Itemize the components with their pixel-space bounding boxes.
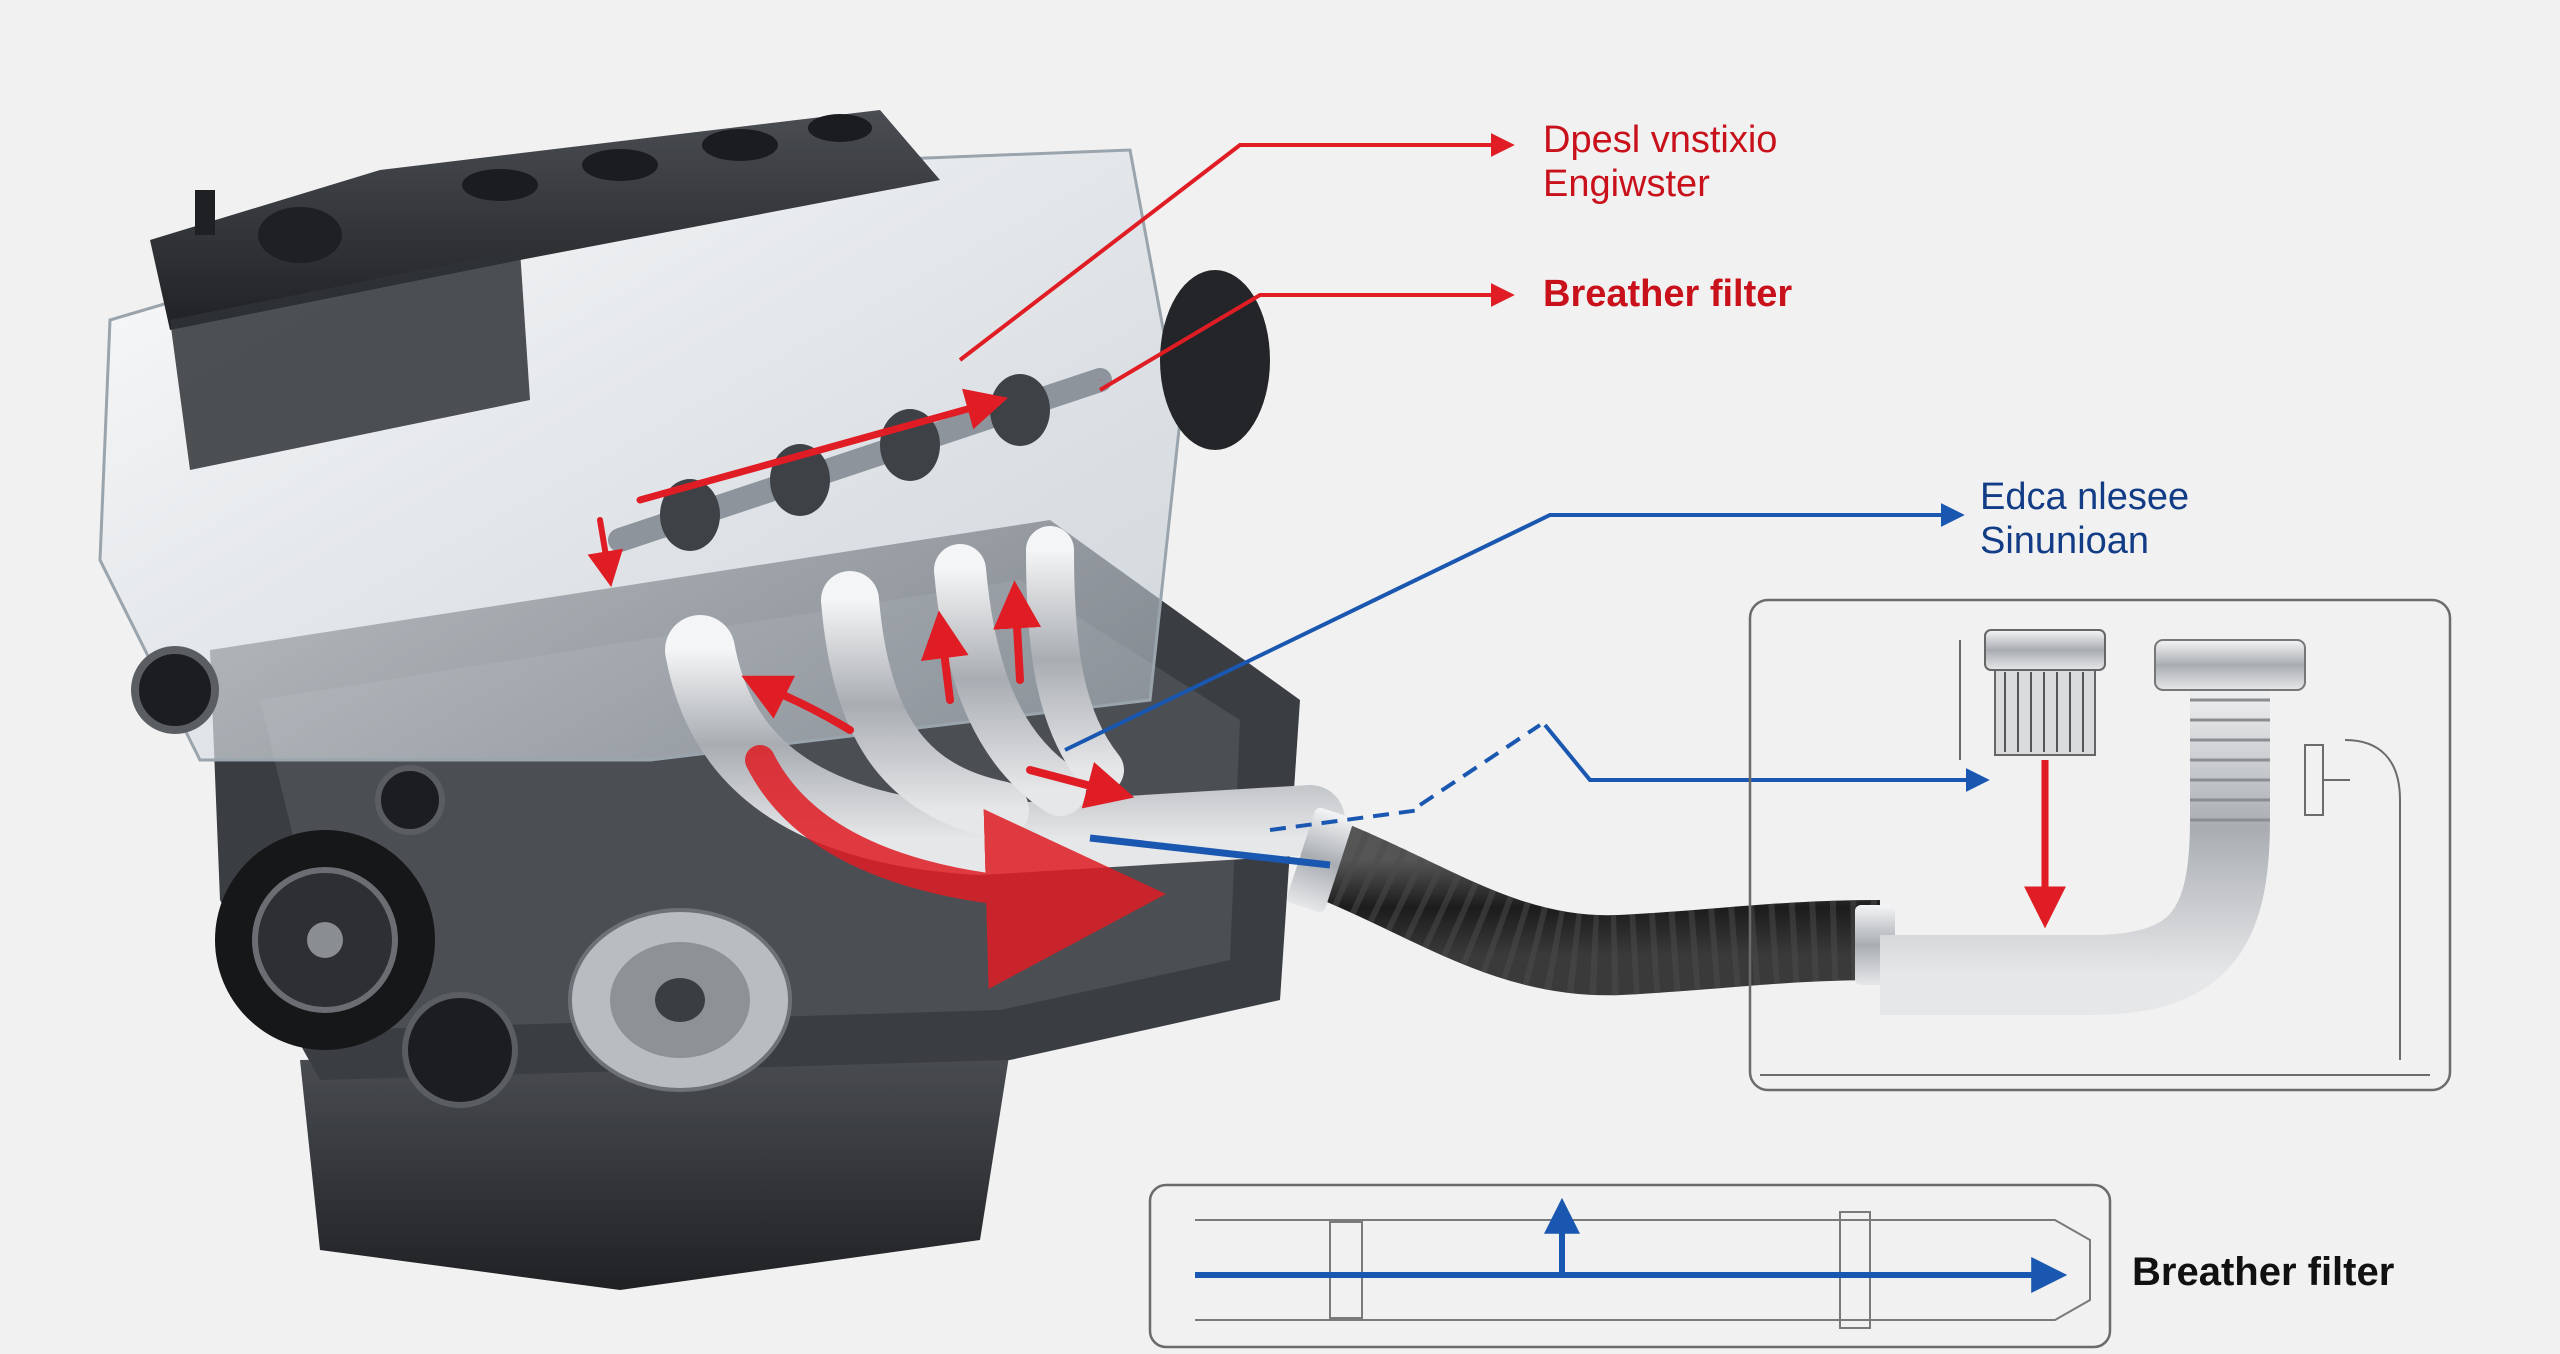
breather-filter-icon <box>1984 629 2106 756</box>
alternator <box>568 908 792 1092</box>
label-top-red: Dpesl vnstixio Engiwster <box>1543 118 1777 206</box>
pipe-schematic-panel <box>1148 1183 2112 1349</box>
label-blue-line2: Sinunioan <box>1980 520 2150 562</box>
label-breather-filter-red: Breather filter <box>1543 273 1793 315</box>
label-top-red-line2: Engiwster <box>1543 163 1710 205</box>
valve-cover-ports <box>462 114 872 201</box>
elbow-pipe <box>1880 639 2306 1015</box>
camshaft <box>608 368 1112 552</box>
label-blue: Edca nlesee Sinunioan <box>1980 475 2189 563</box>
valve-cover <box>150 110 940 330</box>
throttle-body <box>1160 270 1270 450</box>
oil-filler-cap <box>258 207 342 263</box>
label-blue-line1: Edca nlesee <box>1980 476 2190 518</box>
breather-schematic-panel <box>1748 598 2452 1092</box>
front-pulleys <box>131 646 518 1108</box>
label-breather-filter-black: Breather filter <box>2132 1250 2395 1294</box>
corrugated-hose-icon <box>1287 807 1895 996</box>
oil-pan <box>300 1050 1010 1290</box>
label-top-red-line1: Dpesl vnstixio <box>1543 119 1778 161</box>
red-leader-lines <box>958 133 1515 392</box>
red-flow-arrows <box>587 379 1166 989</box>
blue-leader-lines <box>1064 503 1990 869</box>
